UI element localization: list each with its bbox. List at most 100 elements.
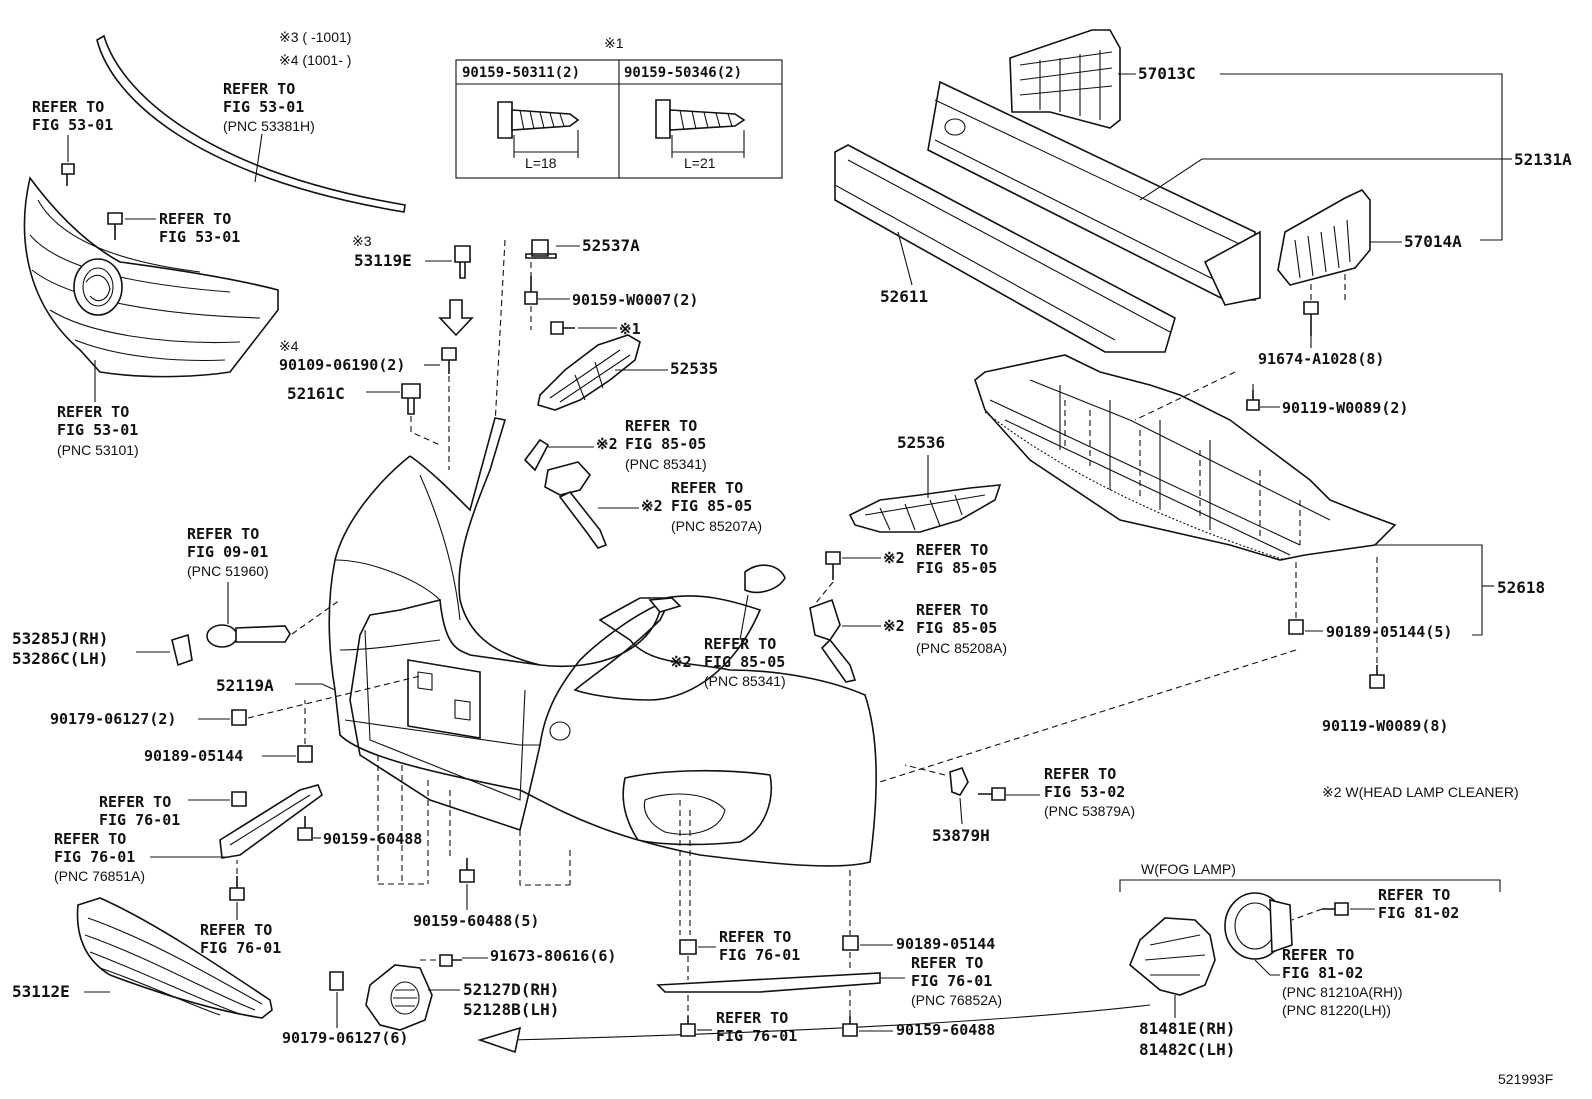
svg-text:(PNC 81210A(RH)): (PNC 81210A(RH))	[1282, 984, 1403, 1000]
mark2-a: ※2	[596, 435, 618, 453]
clip-52161C	[401, 383, 421, 415]
part-90179b: 90179-06127(6)	[282, 1029, 408, 1047]
svg-text:REFER TO: REFER TO	[57, 403, 129, 421]
part-52535: 52535	[670, 359, 718, 378]
fog-lamp-opening	[622, 769, 772, 846]
svg-text:REFER TO: REFER TO	[911, 954, 983, 972]
svg-text:REFER TO: REFER TO	[32, 98, 104, 116]
ref-moulding: REFER TO FIG 53-01 (PNC 53381H)	[223, 80, 315, 134]
bolt-len1: L=18	[525, 155, 557, 171]
ref-85341-b: REFER TO FIG 85-05 (PNC 85341)	[704, 635, 786, 689]
clip-53879H	[949, 767, 969, 796]
svg-text:(PNC 85207A): (PNC 85207A)	[671, 518, 762, 534]
svg-text:REFER TO: REFER TO	[54, 830, 126, 848]
arrow-down-icon	[438, 299, 474, 337]
ref-bolt-51960: REFER TO FIG 09-01 (PNC 51960)	[187, 525, 269, 579]
svg-text:FIG 09-01: FIG 09-01	[187, 543, 268, 561]
svg-text:(PNC 53101): (PNC 53101)	[57, 442, 139, 458]
washer-nozzle-a	[544, 461, 608, 549]
bolt-ref-76-b	[229, 876, 245, 901]
upper-moulding	[96, 34, 406, 213]
svg-text:FIG 76-01: FIG 76-01	[716, 1027, 797, 1045]
direction-arrow	[509, 1004, 1151, 1041]
arrow-left-icon	[477, 1026, 522, 1054]
lower-grille	[76, 897, 273, 1019]
bolt-ref-76-d	[680, 1016, 696, 1037]
bolt-col2: 90159-50346(2)	[624, 65, 742, 81]
svg-text:REFER TO: REFER TO	[719, 928, 791, 946]
ref-85341-a: REFER TO FIG 85-05 (PNC 85341)	[625, 417, 707, 472]
screw-53879A	[978, 787, 1006, 801]
svg-text:FIG 53-01: FIG 53-01	[223, 98, 304, 116]
note4-text: ※4 (1001- )	[279, 52, 351, 68]
svg-text:REFER TO: REFER TO	[625, 417, 697, 435]
ref-85207A: REFER TO FIG 85-05 (PNC 85207A)	[671, 479, 762, 534]
ref-76852A: REFER TO FIG 76-01 (PNC 76852A)	[911, 954, 1002, 1008]
clip-90179a	[231, 709, 247, 726]
mark4-label: ※4	[279, 338, 299, 354]
bumper-lower-retainer	[656, 972, 881, 993]
towing-eye	[206, 624, 291, 648]
clip-90189b	[297, 745, 313, 763]
ref-76851A: REFER TO FIG 76-01 (PNC 76851A)	[54, 830, 145, 884]
part-53879H: 53879H	[932, 826, 990, 845]
ref-85-05-c: REFER TO FIG 85-05	[916, 541, 997, 577]
svg-text:FIG 81-02: FIG 81-02	[1378, 904, 1459, 922]
part-91674: 91674-A1028(8)	[1258, 350, 1384, 368]
radiator-grille	[23, 176, 279, 378]
ref-grille-top: REFER TO FIG 53-01	[32, 98, 113, 134]
ref-85208A: REFER TO FIG 85-05 (PNC 85208A)	[916, 601, 1007, 656]
note1-header: ※1	[604, 35, 624, 51]
part-52536: 52536	[897, 433, 945, 452]
mark2-e: ※2	[670, 653, 692, 671]
part-90159b: 90159-60488(5)	[413, 912, 539, 930]
mark2-b: ※2	[641, 497, 663, 515]
ref-grille: REFER TO FIG 53-01 (PNC 53101)	[57, 403, 139, 458]
ref-76-01-b: REFER TO FIG 76-01	[200, 921, 281, 957]
mark2-d: ※2	[883, 617, 905, 635]
svg-text:(PNC 76852A): (PNC 76852A)	[911, 992, 1002, 1008]
part-52128B: 52128B(LH)	[463, 1000, 559, 1019]
svg-text:REFER TO: REFER TO	[671, 479, 743, 497]
washer-cap-b	[744, 564, 786, 594]
clip-90189a	[1288, 619, 1304, 635]
part-53286C: 53286C(LH)	[12, 649, 108, 668]
clip-90189c	[842, 935, 859, 951]
fog-cover-bracket	[365, 964, 433, 1031]
bracket-57013C	[1009, 29, 1121, 129]
svg-text:FIG 76-01: FIG 76-01	[54, 848, 135, 866]
svg-text:(PNC 85341): (PNC 85341)	[625, 456, 707, 472]
clip-52537A	[525, 239, 557, 259]
svg-text:FIG 53-01: FIG 53-01	[159, 228, 240, 246]
svg-text:FIG 85-05: FIG 85-05	[671, 497, 752, 515]
bracket-52536	[848, 484, 1002, 533]
clip-90109	[441, 347, 457, 374]
ref-76-01-d: REFER TO FIG 76-01	[716, 1009, 797, 1045]
svg-text:REFER TO: REFER TO	[716, 1009, 788, 1027]
washer-cap-a	[523, 438, 550, 472]
svg-text:FIG 85-05: FIG 85-05	[625, 435, 706, 453]
part-53112E: 53112E	[12, 982, 70, 1001]
part-90159c: 90159-60488	[896, 1021, 995, 1039]
mark3-label: ※3	[352, 233, 372, 249]
part-52537A: 52537A	[582, 236, 640, 255]
svg-text:REFER TO: REFER TO	[1378, 886, 1450, 904]
svg-text:(PNC 51960): (PNC 51960)	[187, 563, 269, 579]
part-57014A: 57014A	[1404, 232, 1462, 251]
bolt-90159b	[459, 858, 475, 883]
fog-lamp	[1224, 892, 1293, 960]
svg-text:REFER TO: REFER TO	[187, 525, 259, 543]
screw-90159w	[524, 276, 538, 305]
svg-text:(PNC 53381H): (PNC 53381H)	[223, 118, 315, 134]
bolt-len2: L=21	[684, 155, 716, 171]
part-90159a: 90159-60488	[323, 830, 422, 848]
svg-text:FIG 81-02: FIG 81-02	[1282, 964, 1363, 982]
svg-text:(PNC 81220(LH)): (PNC 81220(LH))	[1282, 1002, 1391, 1018]
part-53285J: 53285J(RH)	[12, 629, 108, 648]
bracket-52535	[537, 334, 641, 411]
svg-text:FIG 85-05: FIG 85-05	[916, 559, 997, 577]
clip-ref-76-a	[231, 791, 247, 807]
fog-lamp-bracket	[1129, 917, 1216, 996]
part-52611: 52611	[880, 287, 928, 306]
